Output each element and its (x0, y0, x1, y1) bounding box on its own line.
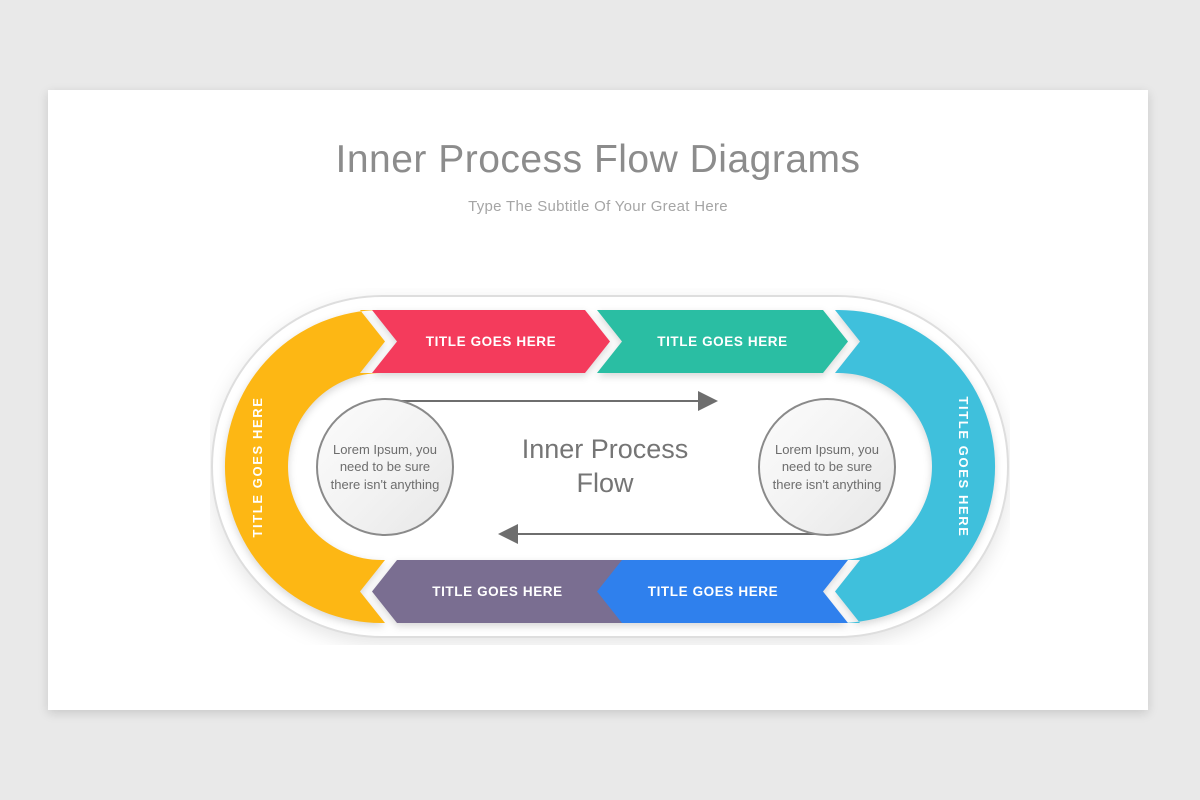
diagram-center-label: Inner Process Flow (521, 434, 689, 498)
process-flow-diagram: TITLE GOES HERE TITLE GOES HERE TITLE GO… (210, 288, 1010, 645)
outer-ring (211, 295, 1009, 638)
segment-bottom-second (585, 560, 848, 623)
segment-top-second (597, 310, 848, 373)
segment-top-first (372, 310, 610, 373)
callout-text-right: Lorem Ipsum, you need to be sure there i… (772, 441, 882, 492)
callout-circle-left: Lorem Ipsum, you need to be sure there i… (316, 398, 454, 536)
segment-right-arc (835, 310, 996, 623)
page-title: Inner Process Flow Diagrams (335, 138, 861, 181)
slide-card: Inner Process Flow Diagrams Type The Sub… (48, 90, 1148, 710)
segment-left-arc (224, 310, 385, 623)
segment-bottom-first (372, 560, 622, 623)
callout-text-left: Lorem Ipsum, you need to be sure there i… (330, 441, 440, 492)
diagram-canvas (211, 295, 1009, 638)
page-subtitle: Type The Subtitle Of Your Great Here (468, 198, 728, 215)
callout-circle-right: Lorem Ipsum, you need to be sure there i… (758, 398, 896, 536)
